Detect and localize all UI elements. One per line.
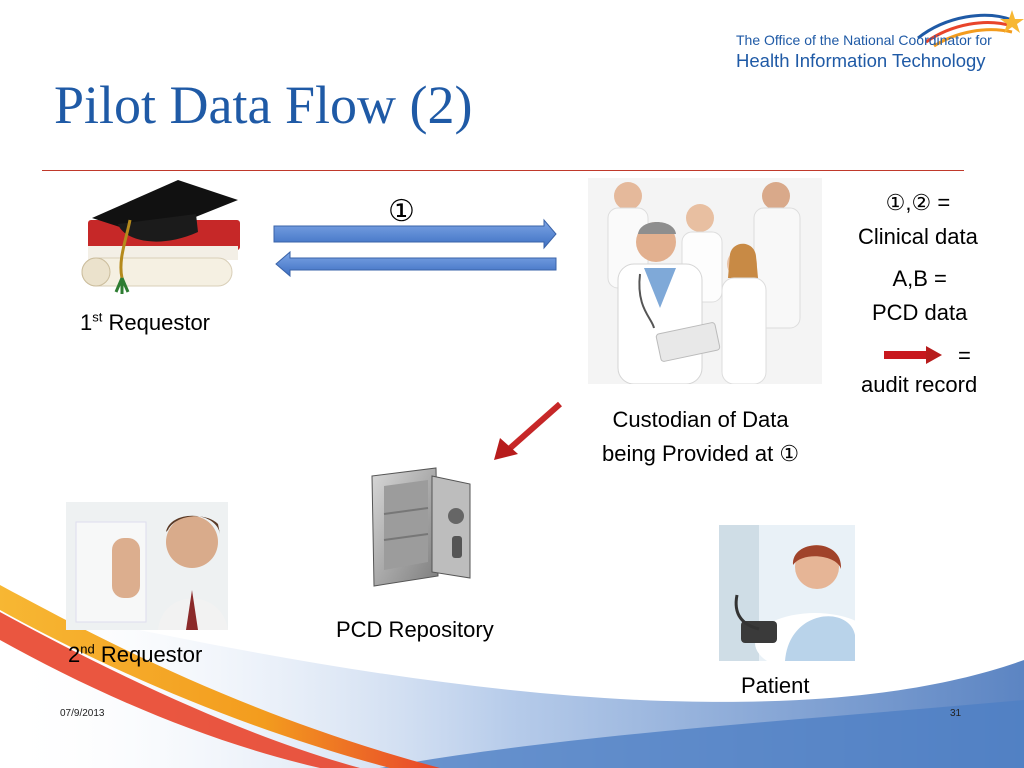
left-arrow-icon — [275, 250, 557, 278]
repository-label: PCD Repository — [336, 617, 494, 642]
custodian-line1: Custodian of Data — [612, 407, 789, 432]
logo-line2: Health Information Technology — [736, 50, 986, 71]
custodian-label: Custodian of Data being Provided at ① — [602, 403, 799, 471]
requestor2-man-image — [66, 502, 228, 630]
flow-arrows — [273, 218, 557, 278]
right-arrow-icon — [273, 218, 557, 250]
patient-image — [719, 525, 855, 661]
legend-clinical-text: Clinical data — [858, 224, 978, 249]
legend-pcd-symbol: A,B = — [892, 266, 947, 291]
requestor1-number: 1 — [80, 310, 93, 335]
requestor2-label: 2nd Requestor — [68, 642, 202, 668]
footer-page-number: 31 — [950, 708, 962, 719]
medical-team-image — [588, 178, 822, 384]
requestor2-word: Requestor — [100, 642, 203, 667]
logo-line1: The Office of the National Coordinator f… — [736, 32, 992, 48]
legend-clinical-symbol: ①,② = — [885, 190, 951, 215]
flow-marker: ① — [388, 195, 415, 228]
graduation-cap-image — [78, 180, 244, 298]
audit-arrow-icon — [494, 401, 562, 460]
patient-label: Patient — [741, 673, 810, 698]
footer-date: 07/9/2013 — [60, 708, 105, 719]
legend-clinical: ①,② = Clinical data — [858, 186, 978, 254]
legend-audit-eq: = — [958, 343, 971, 368]
legend-red-arrow-icon — [884, 346, 942, 364]
title-divider — [42, 170, 964, 171]
requestor2-suffix: nd — [80, 641, 95, 657]
requestor1-label: 1st Requestor — [80, 310, 210, 336]
requestor2-number: 2 — [68, 642, 81, 667]
requestor1-word: Requestor — [108, 310, 211, 335]
legend-pcd: A,B = PCD data — [872, 262, 967, 330]
logo-arc-icon — [917, 10, 1024, 48]
requestor1-suffix: st — [92, 309, 103, 325]
onc-logo: The Office of the National Coordinator f… — [736, 8, 1024, 74]
legend-pcd-text: PCD data — [872, 300, 968, 325]
custodian-line2: being Provided at ① — [602, 441, 800, 466]
safe-vault-image — [371, 467, 471, 587]
legend-audit-text: audit record — [861, 372, 978, 397]
slide-title: Pilot Data Flow (2) — [54, 75, 473, 135]
